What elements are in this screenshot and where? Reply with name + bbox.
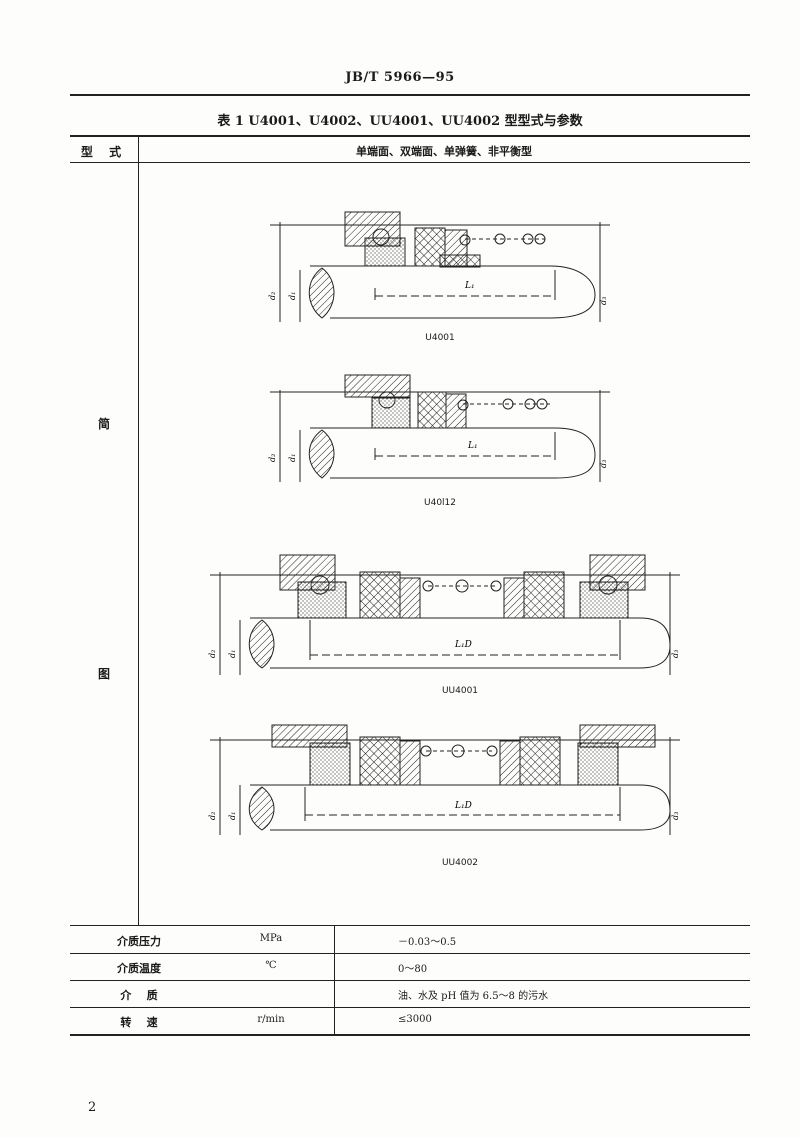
dim-outer-u4002: d₂ [268,454,277,462]
length-label-uu4001: L₁D [454,640,472,650]
side-label-tu: 图 [97,667,110,681]
dim-outer-uu4001: d₂ [208,650,217,658]
table-header-rule [70,162,750,163]
param-label-speed: 转 速 [120,1016,158,1029]
param-label-temperature: 介质温度 [117,962,161,975]
page-number: 2 [88,1100,97,1115]
param-value-pressure: －0.03～0.5 [398,937,457,948]
row-rule-1 [70,953,750,954]
seal-drawing-u4001: L₁ d₂ d₁ d₃ [268,211,610,322]
length-label-u4002: L₁ [467,441,478,451]
param-value-speed: ≤3000 [398,1014,432,1025]
dim-right-uu4001: d₃ [671,650,680,658]
column-header-type: 型 式 [80,145,128,159]
param-unit-speed: r/min [257,1014,285,1025]
length-label-uu4002: L₁D [454,801,472,811]
dim-right-u4002: d₃ [599,460,608,468]
seal-drawing-uu4001: L₁D d₂ d₁ d₃ [208,554,680,675]
length-label-u4001: L₁ [464,281,475,291]
table-top-rule [70,135,750,137]
dim-outer-u4001: d₂ [268,292,277,300]
dim-outer-uu4002: d₂ [208,812,217,820]
seal-drawing-uu4002: L₁D d₂ d₁ d₃ [208,724,680,835]
type-column-divider [138,135,139,925]
dim-left-uu4002: d₁ [228,812,237,820]
model-label-u4002: U40l12 [424,498,456,508]
param-unit-temperature: ℃ [265,960,277,971]
dim-right-uu4002: d₃ [671,812,680,820]
model-label-uu4002: UU4002 [441,858,479,868]
seal-drawing-u4002: L₁ d₂ d₁ d₃ [268,374,610,482]
row-rule-3 [70,1007,750,1008]
param-label-medium: 介 质 [120,989,158,1002]
param-unit-pressure: MPa [259,933,283,944]
drawing-bottom-rule [70,925,750,926]
param-value-medium: 油、水及 pH 值为 6.5～8 的污水 [398,991,549,1002]
table-caption: 表 1 U4001、U4002、UU4001、UU4002 型型式与参数 [217,114,583,129]
standard-number: JB/T 5966—95 [345,70,455,85]
header-rule [70,94,750,96]
param-value-temperature: 0～80 [398,964,428,975]
dim-left-u4002: d₁ [288,454,297,462]
row-rule-2 [70,980,750,981]
dim-left-uu4001: d₁ [228,650,237,658]
model-label-u4001: U4001 [425,333,455,343]
dim-left-u4001: d₁ [288,292,297,300]
column-header-description: 单端面、双端面、单弹簧、非平衡型 [356,145,532,158]
table-bottom-rule [70,1034,750,1036]
param-label-pressure: 介质压力 [117,935,161,948]
side-label-jian: 简 [97,417,110,431]
model-label-uu4001: UU4001 [441,686,479,696]
dim-right-u4001: d₃ [599,297,608,305]
